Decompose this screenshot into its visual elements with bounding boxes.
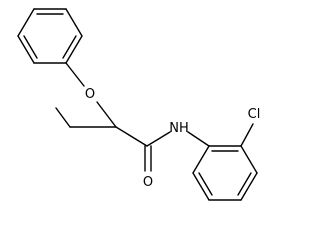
carbonyl-double-bond — [144, 145, 152, 172]
nh-to-aryl-bond — [187, 131, 210, 147]
ether-oxygen-to-alpha-carbon-bond — [96, 101, 117, 128]
ethyl-chain — [55, 107, 117, 128]
phenoxy-ring — [17, 8, 83, 64]
ring-to-ether-oxygen-bond — [65, 62, 85, 87]
ring-to-chlorine-bond — [240, 123, 254, 147]
amide-nh-label: NH — [169, 121, 189, 136]
chlorophenyl-ring — [192, 145, 258, 201]
carbonyl-oxygen-label: O — [143, 175, 153, 190]
carbonyl-to-nh-bond — [146, 131, 171, 147]
ether-oxygen-label: O — [85, 87, 95, 102]
chemical-structure-drawing: O NH O Cl — [17, 8, 261, 201]
chlorine-label: Cl — [248, 107, 261, 122]
alpha-to-carbonyl-bond — [115, 126, 148, 147]
